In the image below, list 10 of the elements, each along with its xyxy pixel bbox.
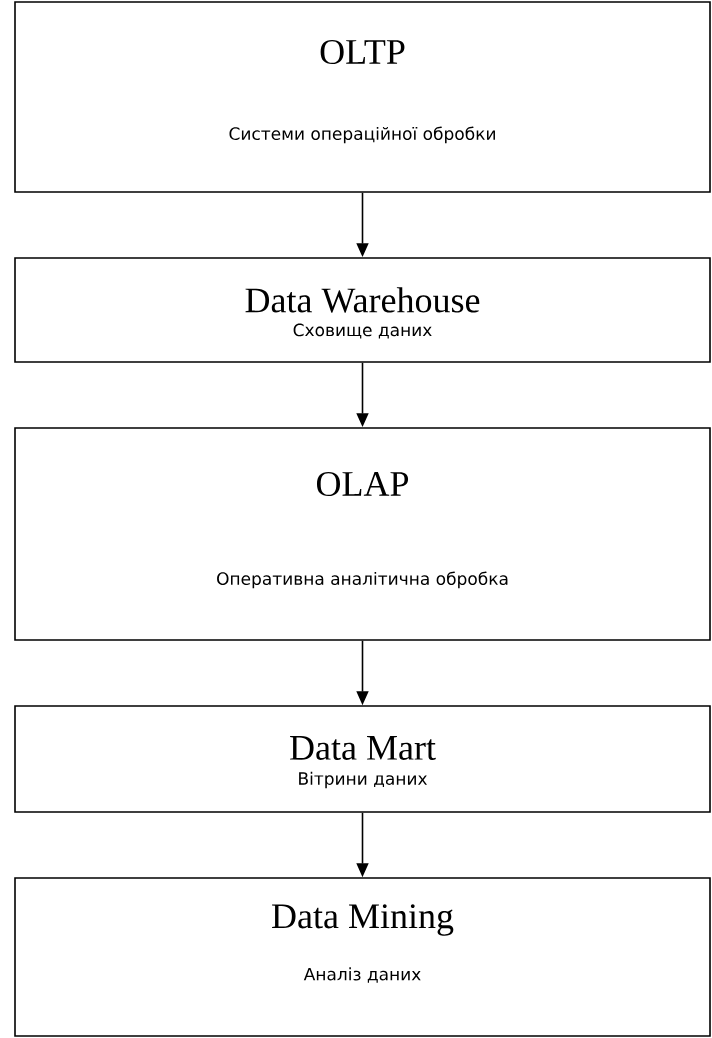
box-heading: Data Mart bbox=[290, 736, 436, 760]
box-heading: OLTP bbox=[320, 39, 405, 65]
box-heading: Data Warehouse bbox=[245, 287, 480, 313]
box-subtitle: Сховище даних bbox=[293, 323, 432, 339]
box-subtitle: Оперативна аналітична обробка bbox=[217, 571, 508, 589]
box-heading: OLAP bbox=[316, 471, 409, 497]
box-subtitle: Системи операційної обробки bbox=[229, 126, 495, 144]
box-heading: Data Mining bbox=[272, 904, 454, 936]
box-subtitle: Вітрини даних bbox=[299, 771, 427, 789]
box-subtitle: Аналіз даних bbox=[303, 967, 421, 983]
